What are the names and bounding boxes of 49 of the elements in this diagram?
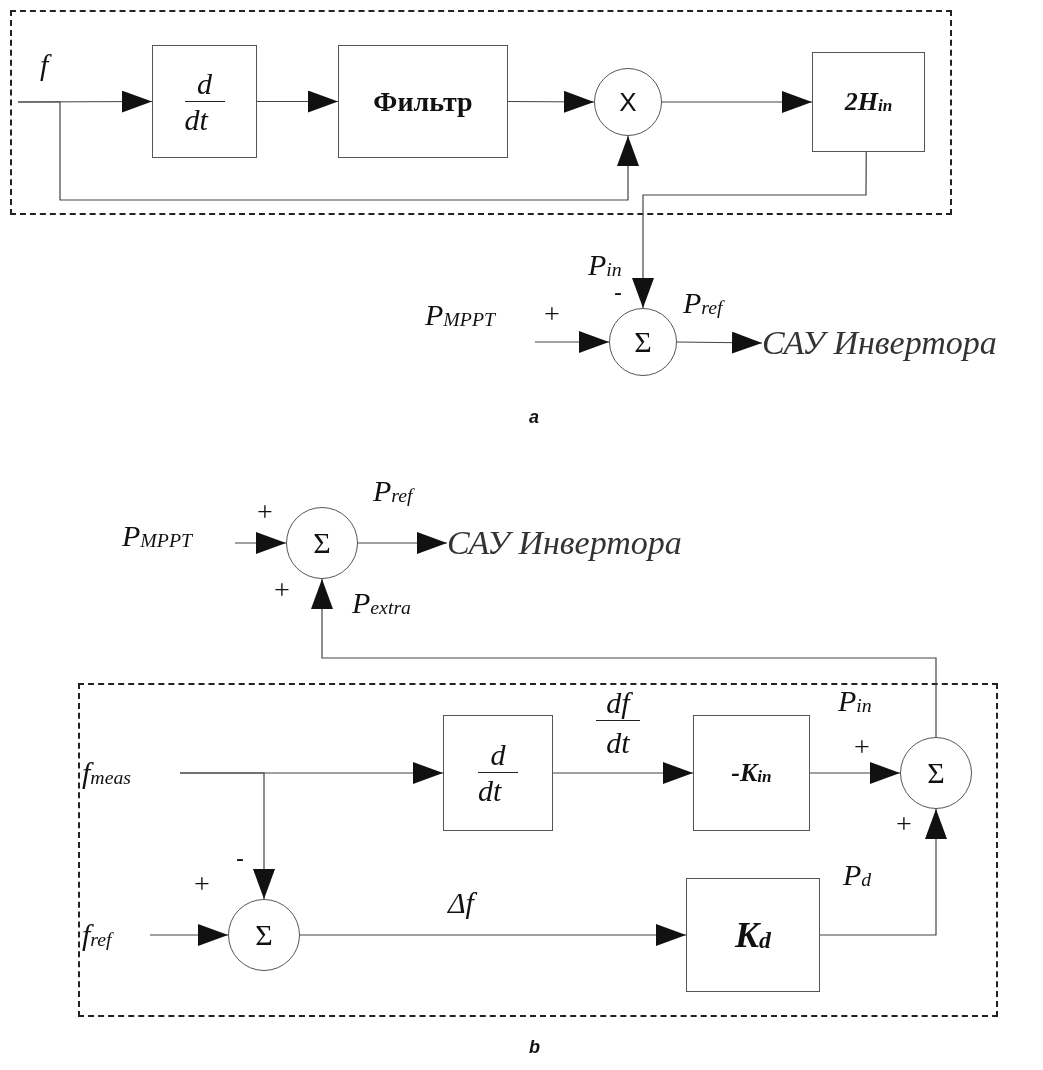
fraction-numerator: d (184, 68, 225, 102)
plus-sign: + (274, 576, 290, 604)
plus-sign: + (544, 300, 560, 328)
plus-sign: + (257, 498, 273, 526)
signal-arrow (357, 532, 448, 554)
derivative-block (443, 715, 553, 831)
gain-block (686, 878, 820, 992)
fraction-numerator: df (596, 688, 640, 721)
plus-sign: + (194, 870, 210, 898)
signal-arrow (149, 924, 229, 946)
fraction-denominator: dt (605, 728, 631, 758)
signal-arrow (534, 331, 610, 353)
fraction-denominator: dt (478, 776, 503, 806)
minus-sign: - (236, 846, 244, 870)
filter-block (338, 45, 508, 158)
multiply-sign: X (619, 89, 637, 115)
fraction-numerator: d (478, 740, 518, 773)
signal-label: САУ Инвертора (447, 526, 683, 560)
sum-sign: Σ (927, 758, 945, 788)
dashed-frame (78, 683, 998, 1017)
signal-arrow (809, 762, 901, 784)
signal-arrow (256, 90, 339, 113)
signal-arrow (819, 808, 947, 936)
signal-arrow (552, 762, 694, 784)
signal-arrow (299, 924, 687, 946)
sum-sign: Σ (634, 327, 652, 357)
signal-arrow (507, 90, 595, 113)
sum-sign: Σ (255, 920, 273, 950)
signal-arrow (234, 532, 287, 554)
panel-label: a (529, 408, 539, 426)
panel-label: b (529, 1038, 540, 1056)
signal-label: f (40, 50, 68, 80)
plus-sign: + (854, 733, 870, 761)
gain-block (693, 715, 810, 831)
signal-arrow (179, 772, 275, 900)
dashed-frame (10, 10, 952, 215)
signal-label: САУ Инвертора (762, 326, 998, 360)
block-label: Фильтр (373, 87, 473, 116)
signal-arrow (661, 91, 813, 113)
minus-sign: - (614, 280, 622, 304)
plus-sign: + (896, 810, 912, 838)
signal-arrow (632, 151, 867, 309)
sum-sign: Σ (313, 528, 331, 558)
signal-arrow (311, 578, 937, 738)
fraction-denominator: dt (184, 104, 210, 135)
signal-arrow (17, 101, 639, 201)
signal-arrow (676, 331, 763, 354)
gain-block (812, 52, 925, 152)
derivative-block (152, 45, 257, 158)
